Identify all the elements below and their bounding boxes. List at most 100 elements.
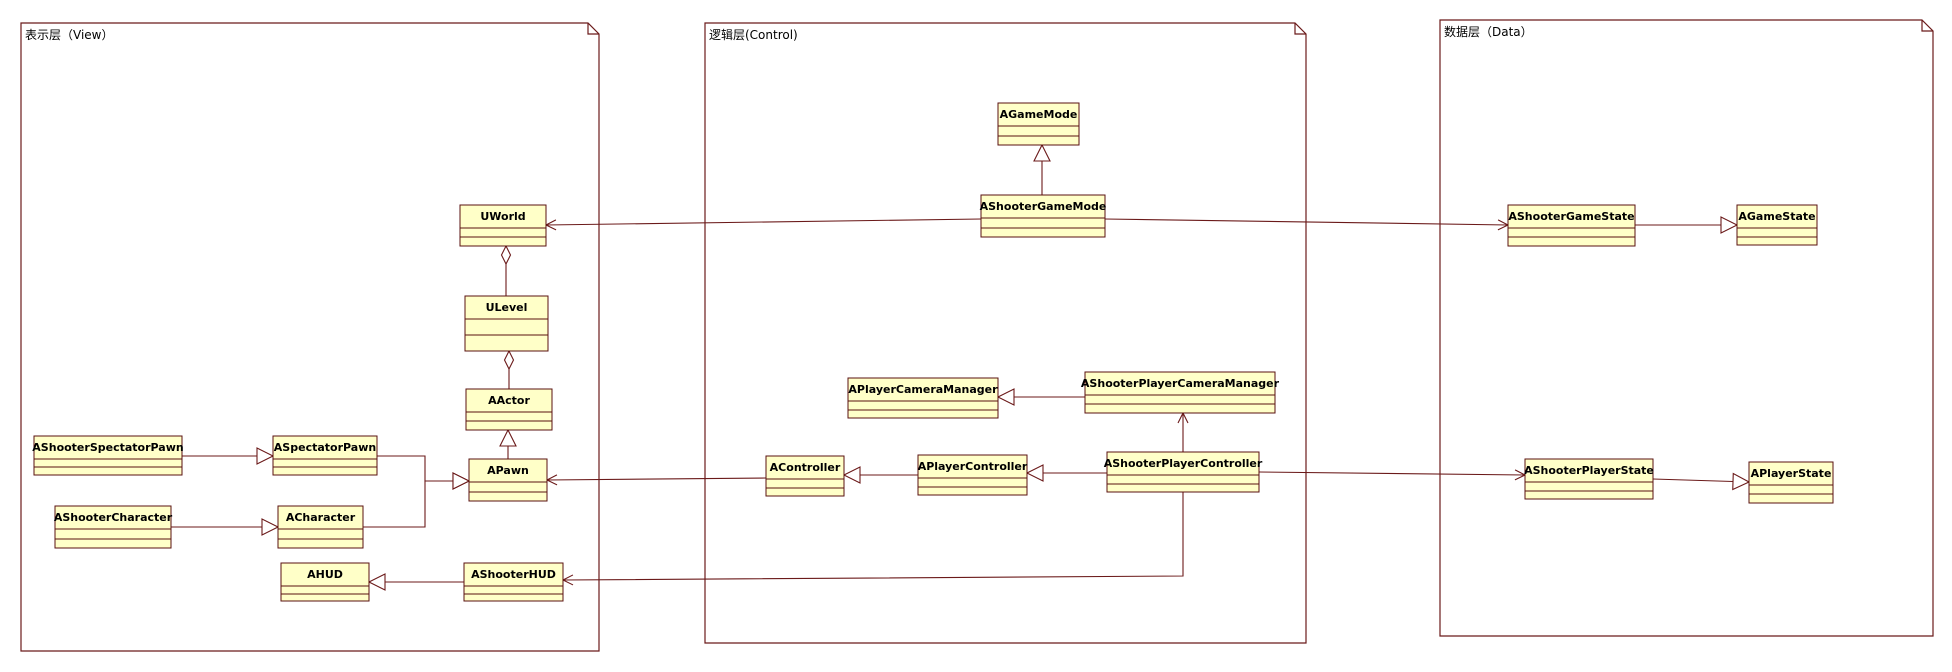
class-box bbox=[847, 377, 999, 419]
class-box bbox=[1524, 458, 1654, 500]
class-name: APlayerController bbox=[918, 460, 1028, 473]
class-name: ULevel bbox=[486, 301, 528, 314]
class-box bbox=[1748, 461, 1834, 504]
hollow-triangle-arrowhead bbox=[261, 518, 280, 536]
class-name: AActor bbox=[488, 394, 530, 407]
hollow-diamond bbox=[500, 244, 512, 266]
class-name: APlayerState bbox=[1751, 467, 1832, 480]
edge-line bbox=[1258, 471, 1526, 476]
generalization-edge bbox=[1635, 216, 1739, 234]
aggregation-edge bbox=[500, 244, 512, 296]
class-name: AShooterPlayerState bbox=[1524, 464, 1654, 477]
class-name: AShooterSpectatorPawn bbox=[32, 441, 183, 454]
class-AController: AController bbox=[765, 455, 845, 497]
class-box bbox=[1084, 371, 1276, 414]
edge-line bbox=[1652, 478, 1734, 483]
class-name: AShooterPlayerCameraManager bbox=[1081, 377, 1280, 390]
hollow-triangle-arrowhead bbox=[1025, 464, 1044, 482]
class-box bbox=[468, 458, 548, 502]
class-APlayerController: APlayerController bbox=[917, 454, 1028, 496]
package-view: 表示层（View） bbox=[20, 22, 600, 652]
class-name: AShooterHUD bbox=[471, 568, 556, 581]
class-UWorld: UWorld bbox=[459, 204, 547, 247]
hollow-triangle-arrowhead bbox=[367, 573, 386, 591]
generalization-edge bbox=[1033, 143, 1051, 195]
class-box bbox=[765, 455, 845, 497]
package-title: 数据层（Data） bbox=[1444, 24, 1533, 39]
class-AShooterSpectatorPawn: AShooterSpectatorPawn bbox=[32, 435, 184, 476]
generalization-edge bbox=[842, 466, 918, 484]
class-box bbox=[272, 435, 378, 476]
class-AShooterCharacter: AShooterCharacter bbox=[54, 505, 173, 549]
hollow-triangle-arrowhead bbox=[996, 388, 1015, 406]
class-AShooterPlayerController: AShooterPlayerController bbox=[1104, 451, 1263, 493]
class-ACharacter: ACharacter bbox=[277, 505, 364, 549]
hollow-triangle-arrowhead bbox=[842, 466, 861, 484]
class-name: AShooterCharacter bbox=[54, 511, 173, 524]
class-name: AShooterGameMode bbox=[980, 200, 1107, 213]
class-ULevel: ULevel bbox=[464, 295, 549, 352]
package-title: 表示层（View） bbox=[25, 28, 113, 42]
package-fold-corner bbox=[1921, 20, 1933, 32]
package-frame bbox=[20, 22, 600, 652]
hollow-triangle-arrowhead bbox=[1732, 472, 1751, 491]
class-name: ACharacter bbox=[286, 511, 356, 524]
class-AGameMode: AGameMode bbox=[997, 102, 1080, 146]
class-APlayerCameraManager: APlayerCameraManager bbox=[847, 377, 999, 419]
generalization-edge bbox=[499, 428, 517, 459]
edge-line bbox=[545, 218, 982, 226]
aggregation-edge bbox=[503, 349, 515, 389]
class-box bbox=[465, 388, 553, 431]
class-box bbox=[1736, 204, 1818, 246]
class-name: AShooterGameState bbox=[1508, 210, 1634, 223]
class-name: AGameMode bbox=[1000, 108, 1078, 121]
class-box bbox=[980, 194, 1106, 238]
generalization-edge bbox=[363, 472, 471, 528]
hollow-triangle-arrowhead bbox=[499, 428, 517, 447]
package-title: 逻辑层(Control) bbox=[709, 28, 798, 42]
class-name: UWorld bbox=[480, 210, 525, 223]
class-name: APlayerCameraManager bbox=[848, 383, 998, 396]
class-AHUD: AHUD bbox=[280, 562, 370, 602]
class-APlayerState: APlayerState bbox=[1748, 461, 1834, 504]
hollow-triangle-arrowhead bbox=[1720, 216, 1739, 234]
package-frame bbox=[1439, 19, 1934, 637]
class-AShooterPlayerState: AShooterPlayerState bbox=[1524, 458, 1654, 500]
generalization-edge bbox=[367, 573, 464, 591]
class-box bbox=[464, 295, 549, 352]
edge-line bbox=[546, 477, 767, 481]
class-ASpectatorPawn: ASpectatorPawn bbox=[272, 435, 378, 476]
class-name: AHUD bbox=[307, 568, 343, 581]
class-box bbox=[54, 505, 172, 549]
class-name: AShooterPlayerController bbox=[1104, 457, 1263, 470]
class-AShooterHUD: AShooterHUD bbox=[463, 562, 564, 602]
class-name: AController bbox=[770, 461, 841, 474]
class-name: AGameState bbox=[1738, 210, 1815, 223]
class-box bbox=[33, 435, 183, 476]
edge-line bbox=[363, 480, 453, 528]
class-AActor: AActor bbox=[465, 388, 553, 431]
class-name: APawn bbox=[487, 464, 529, 477]
generalization-edge bbox=[996, 388, 1085, 406]
generalization-edge bbox=[182, 447, 275, 465]
class-box bbox=[280, 562, 370, 602]
package-fold-corner bbox=[587, 23, 599, 35]
generalization-edge bbox=[1025, 464, 1107, 482]
class-AShooterGameMode: AShooterGameMode bbox=[980, 194, 1107, 238]
generalization-edge bbox=[171, 518, 280, 536]
hollow-triangle-arrowhead bbox=[256, 447, 275, 465]
generalization-edge bbox=[1652, 472, 1751, 491]
package-fold-corner bbox=[1294, 23, 1306, 35]
class-AShooterGameState: AShooterGameState bbox=[1507, 204, 1636, 247]
hollow-diamond bbox=[503, 349, 515, 371]
class-AShooterPlayerCameraManager: AShooterPlayerCameraManager bbox=[1081, 371, 1280, 414]
hollow-triangle-arrowhead bbox=[452, 472, 471, 490]
class-APawn: APawn bbox=[468, 458, 548, 502]
package-data: 数据层（Data） bbox=[1439, 19, 1934, 637]
class-box bbox=[463, 562, 564, 602]
class-box bbox=[917, 454, 1028, 496]
class-name: ASpectatorPawn bbox=[274, 441, 376, 454]
class-AGameState: AGameState bbox=[1736, 204, 1818, 246]
edge-line bbox=[1104, 218, 1509, 226]
